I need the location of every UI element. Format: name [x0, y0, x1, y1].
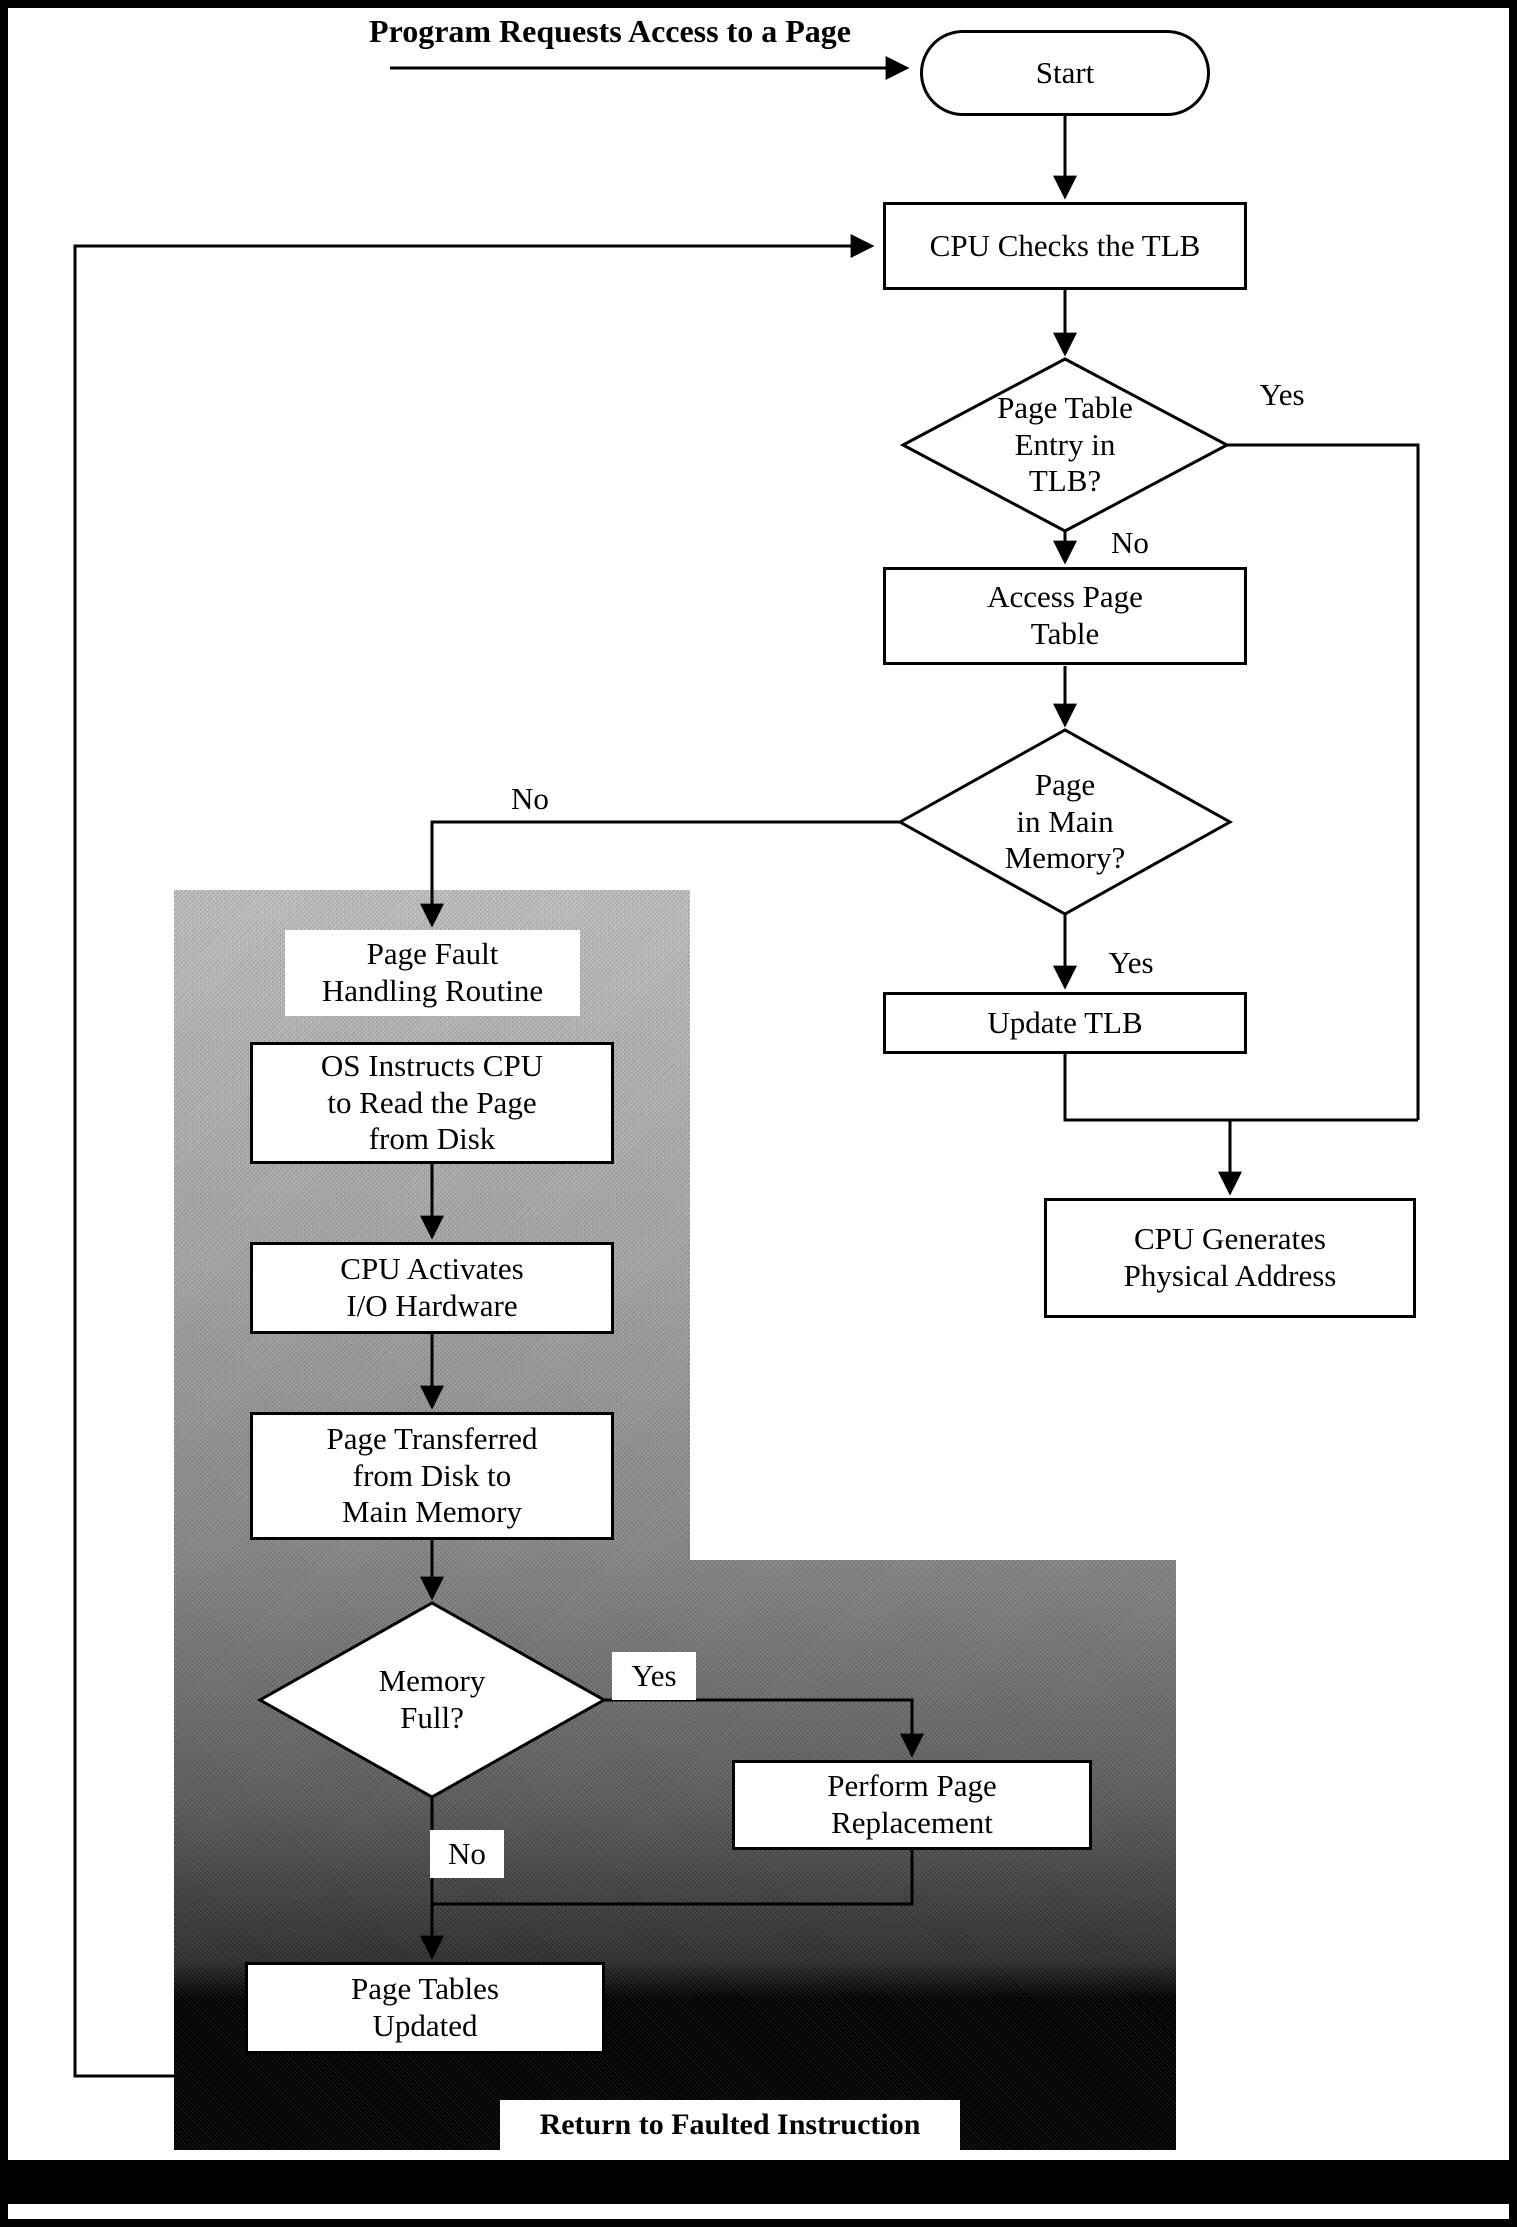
edge-full-yes-to-page-replacement — [604, 1698, 924, 1758]
node-pte-in-tlb-label: Page Table Entry in TLB? — [997, 390, 1133, 499]
caption-program-requests: Program Requests Access to a Page — [369, 13, 851, 50]
edge-label-full-yes: Yes — [612, 1652, 696, 1700]
node-start: Start — [920, 30, 1210, 116]
edge-label-full-no: No — [430, 1830, 504, 1878]
node-cpu-generates-physical-address: CPU Generates Physical Address — [1044, 1198, 1416, 1318]
node-cpu-checks-tlb: CPU Checks the TLB — [883, 202, 1247, 290]
edge-return-loop-to-cpu-checks — [73, 234, 875, 2078]
node-cpu-activates-io: CPU Activates I/O Hardware — [250, 1242, 614, 1334]
edge-update-tlb-to-junction — [1063, 1054, 1418, 1122]
edge-label-mm-no: No — [511, 780, 549, 816]
node-memory-full-label: Memory Full? — [378, 1663, 486, 1735]
edge-pte-yes-right-rail — [1227, 443, 1420, 1120]
edge-label-pte-no: No — [1111, 524, 1149, 560]
node-page-fault-handling-routine: Page Fault Handling Routine — [285, 930, 580, 1016]
node-page-in-main-memory-label: Page in Main Memory? — [1004, 767, 1126, 876]
node-os-instructs-cpu: OS Instructs CPU to Read the Page from D… — [250, 1042, 614, 1164]
bottom-rule — [8, 2160, 1509, 2204]
edge-label-mm-yes: Yes — [1108, 944, 1154, 980]
edge-page-replacement-join — [432, 1850, 914, 1906]
node-page-transferred: Page Transferred from Disk to Main Memor… — [250, 1412, 614, 1540]
node-access-page-table: Access Page Table — [883, 567, 1247, 665]
node-return-to-faulted-instruction: Return to Faulted Instruction — [500, 2100, 960, 2150]
node-perform-page-replacement: Perform Page Replacement — [732, 1760, 1092, 1850]
node-update-tlb: Update TLB — [883, 992, 1247, 1054]
edge-label-pte-yes: Yes — [1259, 376, 1305, 412]
edge-mm-no-to-page-fault-routine — [420, 820, 900, 928]
node-page-tables-updated: Page Tables Updated — [245, 1962, 605, 2054]
decision-page-in-main-memory-shape — [896, 728, 1234, 916]
